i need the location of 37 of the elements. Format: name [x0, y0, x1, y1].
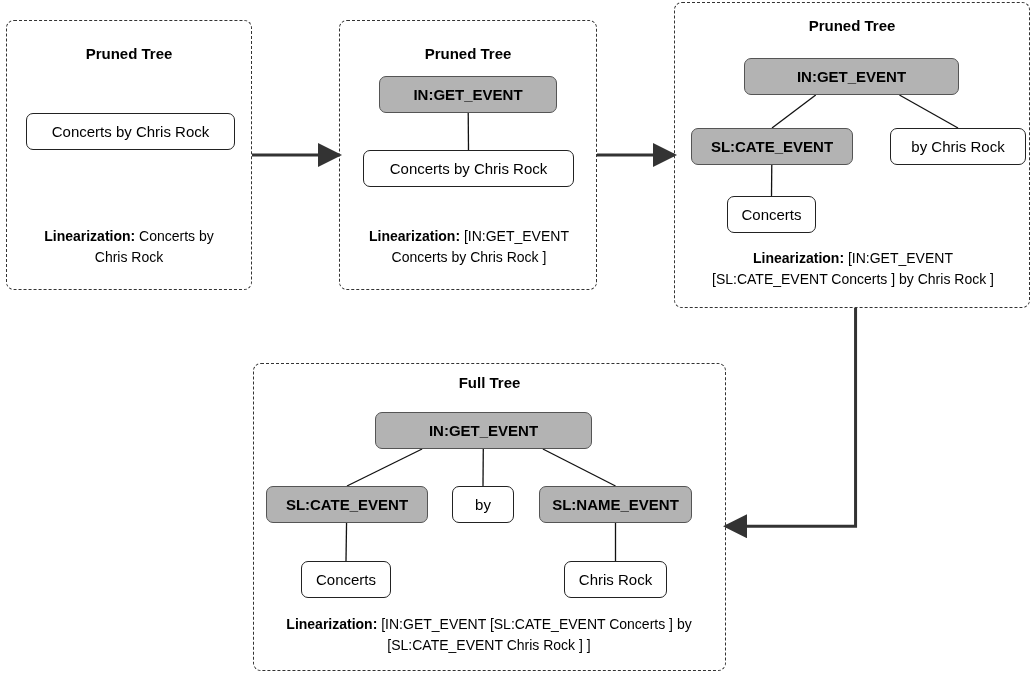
label-node: IN:GET_EVENT	[375, 412, 592, 449]
label-node: IN:GET_EVENT	[744, 58, 959, 95]
arrow	[597, 143, 677, 167]
token-node: by Chris Rock	[890, 128, 1026, 165]
tree-line	[542, 448, 617, 487]
panel-title: Pruned Tree	[423, 45, 513, 62]
tree-line	[467, 112, 470, 151]
arrow	[723, 308, 858, 539]
arrow	[252, 143, 342, 167]
linearization-text: Linearization: [IN:GET_EVENT [SL:CATE_EVENT Concerts ] by [SL:CATE_EVENT Chris Rock ] ]	[285, 615, 693, 655]
token-node: Concerts	[301, 561, 391, 598]
linearization-text: Linearization: [IN:GET_EVENT [SL:CATE_EVENT Concerts ] by Chris Rock ]	[711, 249, 995, 289]
tree-line	[345, 522, 348, 562]
linearization-text: Linearization: Concerts by Chris Rock	[43, 227, 215, 267]
tree-line	[771, 94, 817, 129]
panel-title: Pruned Tree	[84, 45, 174, 62]
tree-line	[482, 448, 484, 487]
label-node: SL:CATE_EVENT	[691, 128, 853, 165]
token-node: Concerts	[727, 196, 816, 233]
token-node: by	[452, 486, 514, 523]
dashed-panel	[253, 363, 726, 671]
dashed-panel	[6, 20, 252, 290]
tree-line	[770, 164, 773, 197]
panel-title: Pruned Tree	[807, 17, 897, 34]
panel-title: Full Tree	[457, 374, 522, 391]
tree-line	[898, 94, 959, 129]
token-node: Concerts by Chris Rock	[26, 113, 235, 150]
token-node: Concerts by Chris Rock	[363, 150, 574, 187]
tree-line	[346, 448, 423, 487]
token-node: Chris Rock	[564, 561, 667, 598]
tree-line	[614, 522, 617, 562]
dashed-panel	[674, 2, 1030, 308]
dashed-panel	[339, 20, 597, 290]
label-node: SL:NAME_EVENT	[539, 486, 692, 523]
label-node: IN:GET_EVENT	[379, 76, 557, 113]
linearization-text: Linearization: [IN:GET_EVENT Concerts by Chris Rock ]	[368, 227, 570, 267]
label-node: SL:CATE_EVENT	[266, 486, 428, 523]
